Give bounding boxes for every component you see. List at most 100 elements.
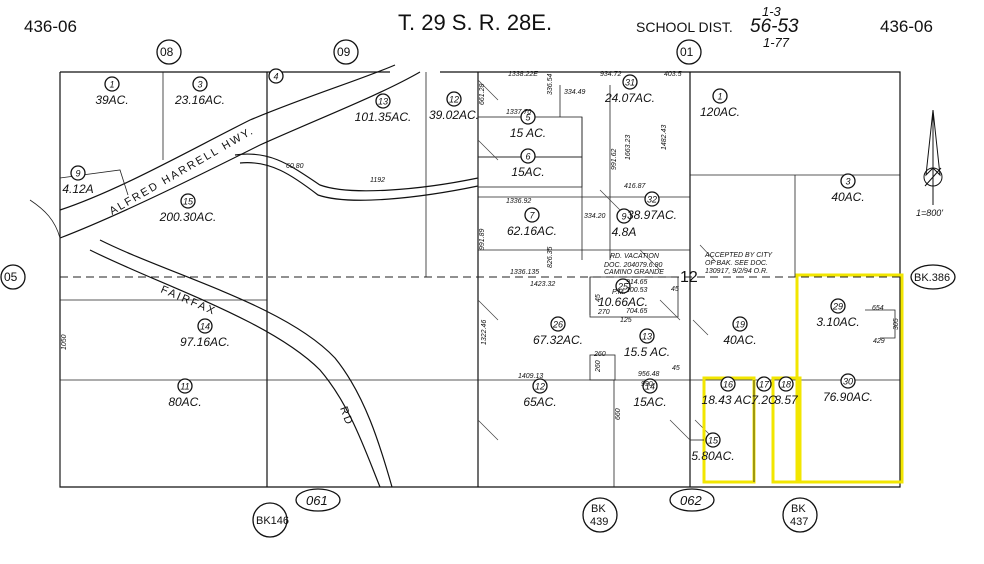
parcel-15-label: 155.80AC. [691,432,735,463]
parcel-number-circle [177,378,193,394]
dimension-label: 1409.13 [518,373,543,380]
lot-marker: 12 [680,269,698,286]
parcel-number-circle [720,376,736,392]
parcel-number-circle [532,378,548,394]
dimension-label: 125 [620,317,632,324]
parcel-number-circle [520,148,536,164]
parcel-number-circle [550,316,566,332]
parcel-number: 11 [180,382,189,392]
parcel-number-circle [197,318,213,334]
parcel-number: 26 [552,320,563,330]
dimension-label: 654 [872,305,884,312]
parcel-number: 9 [75,169,80,179]
svg-text:437: 437 [790,516,808,528]
svg-text:439: 439 [590,516,608,528]
dimension-label: 1336.135 [510,269,539,276]
parcel-number: 6 [525,152,530,162]
parcel-15-label: 15 200.30AC. [159,193,217,224]
parcel-29-corner [865,309,896,339]
block-09: 09 [333,39,359,65]
township-range: T. 29 S. R. 28E. [398,10,552,35]
dimension-label: 956.48 [638,371,660,378]
scale-label: 1=800' [916,208,943,218]
parcel-number: 30 [843,377,853,387]
parcel-number: 5 [525,113,531,123]
parcel-number: 18 [781,380,791,390]
hwy-spur [234,153,479,192]
parcel-number-circle [705,432,721,448]
parcel-labels: 139AC.323.16AC.413101.35AC.1239.02AC.94.… [62,68,873,463]
dimension-label: 260 [595,360,602,373]
dimension-label: 660 [615,408,622,420]
note-pm: P.M. [612,289,626,296]
parcel-number-circle [104,76,120,92]
dimension-label: 1338.22E [508,71,538,78]
road-label-rd: RD [337,405,355,428]
parcel-area: 10.66AC. [598,295,648,309]
parcel-area: 8.57 [774,393,799,407]
north-arrow-icon [923,109,943,205]
svg-text:BK: BK [591,503,606,515]
dimension-label: 1663.23 [625,135,632,160]
block-01: 01 [676,39,702,65]
parcel-area: 200.30AC. [159,210,217,224]
parcel-number: 1 [109,80,114,90]
dimension-label: 260 [593,351,606,358]
dimension-label: 990 [641,381,653,388]
dimension-label: 334.20 [584,213,606,220]
block-08: 08 [156,39,182,65]
school-dist-main: 56-53 [750,16,799,37]
road-label-fairfax: FAIRFAX [159,284,218,318]
parcel-number: 9 [621,212,626,222]
block-061: 061 [295,488,341,512]
dimension-label: 1482.43 [661,125,668,150]
dimension-label: 1322.46 [481,320,488,345]
parcel-number-circle [622,74,638,90]
parcel-area: 3.10AC. [816,315,859,329]
parcel-number-circle [778,376,794,392]
parcel-number-circle [180,193,196,209]
svg-text:05: 05 [4,270,18,284]
parcel-number-circle [524,207,540,223]
parcel-area: 4.12A [62,182,93,196]
fairfax-rd [89,249,381,488]
block-062: 062 [669,488,715,512]
svg-text:062: 062 [680,493,702,508]
parcel-number: 25 [617,282,629,292]
dimension-label: 914.65 [626,279,648,286]
school-dist-label: SCHOOL DIST. [636,19,733,35]
parcel-number: 13 [642,332,652,342]
parcel-number: 15 [183,197,194,207]
parcel-area: 80AC. [168,395,201,409]
parcel-11-label: 11 80AC. [168,378,202,409]
parcel-number: 12 [449,95,459,105]
dimension-label: 1423.32 [530,281,555,288]
parcel-number-circle [712,88,728,104]
parcel-number-circle [520,109,536,125]
svg-text:BK: BK [791,503,806,515]
parcel-number-circle [615,278,631,294]
parcel-number-circle [732,316,748,332]
parcel-area: 23.16AC. [174,93,225,107]
parcel-18-label: 188.57 [774,376,799,407]
dimension-label: 991.62 [611,148,618,170]
dimension-label: 270 [597,309,610,316]
parcel-number-circle [268,68,284,84]
parcel-25-label: 25 10.66AC. [598,278,648,309]
dimension-label: 1192 [370,177,385,184]
dimension-label: 416.87 [624,183,647,190]
parcel-number: 14 [645,382,655,392]
parcel-number: 16 [723,380,733,390]
dimension-label: 429 [873,338,885,345]
parcel-number: 15 [708,436,719,446]
parcel-number: 19 [735,320,745,330]
school-dist-bottom: 1-77 [763,35,790,50]
